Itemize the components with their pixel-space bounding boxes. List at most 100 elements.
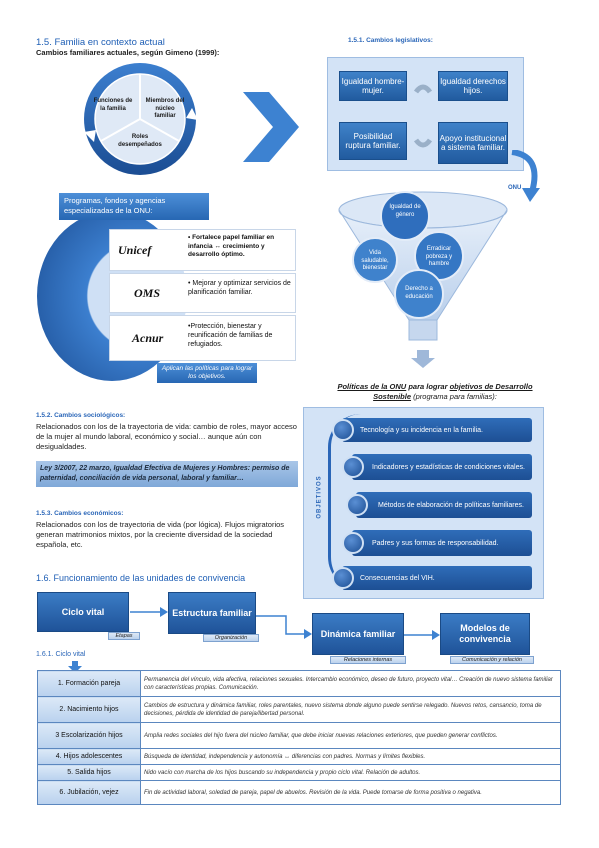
down-arrow-icon xyxy=(411,350,435,373)
family-changes-cycle: Funciones de la familia Miembros del núc… xyxy=(80,60,200,178)
objetivo-bullet-4-icon xyxy=(342,532,364,554)
ciclo-stage-4: 4. Hijos adolescentes xyxy=(37,748,141,765)
ciclo-stage-1: 1. Formación pareja xyxy=(37,670,141,697)
org-desc-unicef: • Fortalece papel familiar en infancia ↔… xyxy=(188,234,275,258)
flow-tag-organizacion: Organización xyxy=(203,634,259,642)
politicas-caption-c: objetivos de Desarrollo Sostenible xyxy=(373,382,533,401)
sociologicos-text: Relacionados con los de la trayectoria d… xyxy=(36,422,297,451)
flow-arrow-3-icon xyxy=(404,628,440,646)
objetivo-bullet-1-icon xyxy=(332,419,354,441)
org-name-unicef: Unicef xyxy=(118,243,152,257)
politicas-caption: Políticas de la ONU para lograr objetivo… xyxy=(325,382,545,401)
flow-modelos-convivencia: Modelos de convivencia xyxy=(440,613,530,655)
funnel-item-erradicar-pobreza: Erradicar pobreza y hambre xyxy=(425,246,453,267)
flow-estructura-familiar: Estructura familiar xyxy=(168,592,256,634)
politicas-caption-b: para lograr xyxy=(406,382,450,391)
ciclo-desc-3: Amplia redes sociales del hijo fuera del… xyxy=(140,722,561,749)
flow-tag-relaciones-internas: Relaciones internas xyxy=(330,656,406,664)
programas-footer: Aplican las políticas para lograr los ob… xyxy=(157,363,257,383)
ciclo-stage-2: 2. Nacimiento hijos xyxy=(37,696,141,723)
legislativo-ruptura-familiar: Posibilidad ruptura familiar. xyxy=(339,122,407,160)
flow-modelos-convivencia-label: Modelos de convivencia xyxy=(459,623,511,644)
org-row-unicef: Unicef • Fortalece papel familiar en inf… xyxy=(109,229,296,271)
section-1-5-title: 1.5. Familia en contexto actual xyxy=(36,37,165,48)
ciclo-stage-3: 3 Escolarización hijos xyxy=(37,722,141,749)
ciclo-desc-5: Nido vacío con marcha de los hijos busca… xyxy=(140,764,561,781)
objetivo-bullet-2-icon xyxy=(342,456,364,478)
funnel-item-igualdad-genero: Igualdad de género xyxy=(389,204,421,218)
ciclo-desc-4: Búsqueda de identidad, independencia y a… xyxy=(140,748,561,765)
economicos-text: Relacionados con los de trayectoria de v… xyxy=(36,520,285,549)
flow-arrow-2-icon xyxy=(256,614,312,645)
flow-tag-etapas: Etapas xyxy=(108,632,140,640)
objetivos-panel: OBJETIVOS Tecnología y su incidencia en … xyxy=(303,407,544,599)
legislativos-heading: 1.5.1. Cambios legislativos: xyxy=(348,37,433,44)
objetivo-item-4-text: Padres y sus formas de responsabilidad. xyxy=(372,539,499,547)
onu-tag: ONU xyxy=(508,185,522,191)
chevron-arrow-icon xyxy=(243,92,299,167)
objetivo-item-3: Métodos de elaboración de políticas fami… xyxy=(356,492,532,518)
funnel-item-derecho-educacion: Derecho a educación xyxy=(405,286,433,300)
objetivos-side-label: OBJETIVOS xyxy=(316,475,323,519)
ciclo-desc-6: Fin de actividad laboral, soledad de par… xyxy=(140,780,561,805)
flow-ciclo-vital: Ciclo vital xyxy=(37,592,129,632)
objetivos-arc xyxy=(328,414,361,590)
ley-3-2007-box: Ley 3/2007, 22 marzo, Igualdad Efectiva … xyxy=(36,461,298,487)
onu-curved-arrow-icon xyxy=(508,149,548,207)
flow-dinamica-familiar: Dinámica familiar xyxy=(312,613,404,655)
org-desc-oms: • Mejorar y optimizar servicios de plani… xyxy=(188,280,291,296)
flow-arrow-1-icon xyxy=(130,605,168,623)
cycle-arrows-icon xyxy=(413,84,433,148)
programas-block: Programas, fondos y agencias especializa… xyxy=(37,193,309,383)
org-desc-acnur: •Protección, bienestar y reunificación d… xyxy=(188,323,273,348)
flow-tag-comunicacion-relacion: Comunicación y relación xyxy=(450,656,534,664)
objetivo-bullet-5-icon xyxy=(332,567,354,589)
programas-header: Programas, fondos y agencias especializa… xyxy=(59,193,209,220)
section-1-6-title: 1.6. Funcionamiento de las unidades de c… xyxy=(36,573,246,583)
org-row-acnur: Acnur •Protección, bienestar y reunifica… xyxy=(109,315,296,361)
ciclo-desc-1: Permanencia del vínculo, vida afectiva, … xyxy=(140,670,561,697)
ciclo-down-arrow-icon xyxy=(68,660,82,678)
org-name-acnur: Acnur xyxy=(132,331,164,345)
flow-estructura-familiar-label: Estructura familiar xyxy=(172,607,252,618)
flow-dinamica-familiar-label: Dinámica familiar xyxy=(320,628,396,639)
objetivo-item-4: Padres y sus formas de responsabilidad. xyxy=(352,530,532,556)
legislativo-igualdad-hombre-mujer: Igualdad hombre-mujer. xyxy=(339,71,407,101)
politicas-caption-d: (programa para familias): xyxy=(411,391,497,401)
ciclo-desc-2: Cambios de estructura y dinámica familia… xyxy=(140,696,561,723)
objetivo-item-1: Tecnología y su incidencia en la familia… xyxy=(342,418,532,442)
section-1-5-subtitle: Cambios familiares actuales, según Gimen… xyxy=(36,48,220,57)
objetivo-item-5: Consecuencias del VIH. xyxy=(342,566,532,590)
objetivo-bullet-3-icon xyxy=(346,494,368,516)
objetivo-item-3-text: Métodos de elaboración de políticas fami… xyxy=(378,501,524,509)
ciclo-stage-6: 6. Jubilación, vejez xyxy=(37,780,141,805)
objetivo-item-2-text: Indicadores y estadísticas de condicione… xyxy=(372,463,525,471)
funnel-item-vida-saludable: Vida saludable, bienestar xyxy=(361,250,389,271)
cycle-label-funciones: Funciones de la familia xyxy=(93,98,133,112)
ciclo-vital-subheading: 1.6.1. Ciclo vital xyxy=(36,651,86,658)
legislativo-igualdad-derechos-hijos: Igualdad derechos hijos. xyxy=(438,71,508,101)
economicos-heading: 1.5.3. Cambios económicos: xyxy=(36,510,124,517)
objetivos-funnel: Igualdad de género Vida saludable, biene… xyxy=(337,190,509,350)
objetivo-item-2: Indicadores y estadísticas de condicione… xyxy=(352,454,532,480)
objetivo-item-5-text: Consecuencias del VIH. xyxy=(360,574,435,582)
legislativos-panel: Igualdad hombre-mujer. Igualdad derechos… xyxy=(327,57,524,171)
flow-ciclo-vital-label: Ciclo vital xyxy=(61,607,105,617)
org-name-oms: OMS xyxy=(134,286,161,300)
sociologicos-heading: 1.5.2. Cambios sociológicos: xyxy=(36,412,126,419)
legislativo-apoyo-institucional: Apoyo institucional a sistema familiar. xyxy=(438,122,508,164)
politicas-caption-a: Políticas de la ONU xyxy=(337,382,407,391)
org-row-oms: OMS • Mejorar y optimizar servicios de p… xyxy=(109,273,296,313)
ciclo-stage-5: 5. Salida hijos xyxy=(37,764,141,781)
objetivo-item-1-text: Tecnología y su incidencia en la familia… xyxy=(360,426,483,434)
cycle-label-roles: Roles desempeñados xyxy=(118,134,162,148)
cycle-label-miembros: Miembros del núcleo familiar xyxy=(145,98,185,119)
